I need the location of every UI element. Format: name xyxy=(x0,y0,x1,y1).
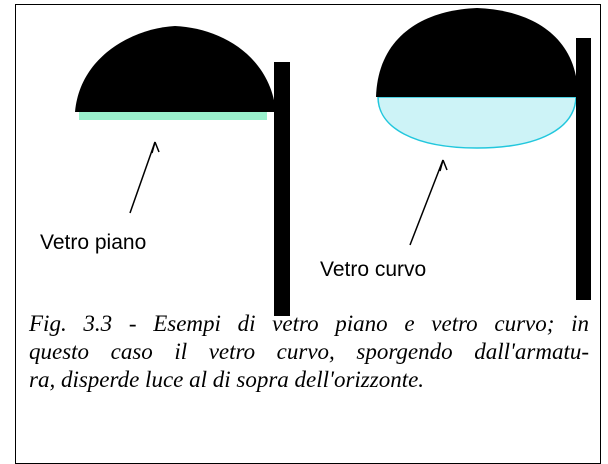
figure-caption: Fig. 3.3 - Esempi di vetro piano e vetro… xyxy=(29,310,589,394)
flat-glass-arrow xyxy=(129,141,160,214)
flat-glass-lamp xyxy=(75,26,290,316)
caption-line-1: Fig. 3.3 - Esempi di vetro piano e vetro… xyxy=(29,311,589,336)
curved-glass-label: Vetro curvo xyxy=(320,258,427,281)
curved-glass-arrow xyxy=(409,159,448,246)
caption-line-3: ra, disperde luce al di sopra dell'orizz… xyxy=(29,367,425,392)
left-pole xyxy=(274,62,290,316)
right-lamp-housing xyxy=(376,8,578,97)
curved-glass-bowl xyxy=(377,96,577,149)
left-lamp-housing xyxy=(75,26,276,112)
caption-line-2: questo caso il vetro curvo, sporgendo da… xyxy=(29,339,589,364)
flat-glass-label: Vetro piano xyxy=(40,231,147,254)
curved-glass-lamp xyxy=(376,8,591,300)
right-pole xyxy=(576,38,591,300)
flat-glass-panel xyxy=(79,112,267,120)
